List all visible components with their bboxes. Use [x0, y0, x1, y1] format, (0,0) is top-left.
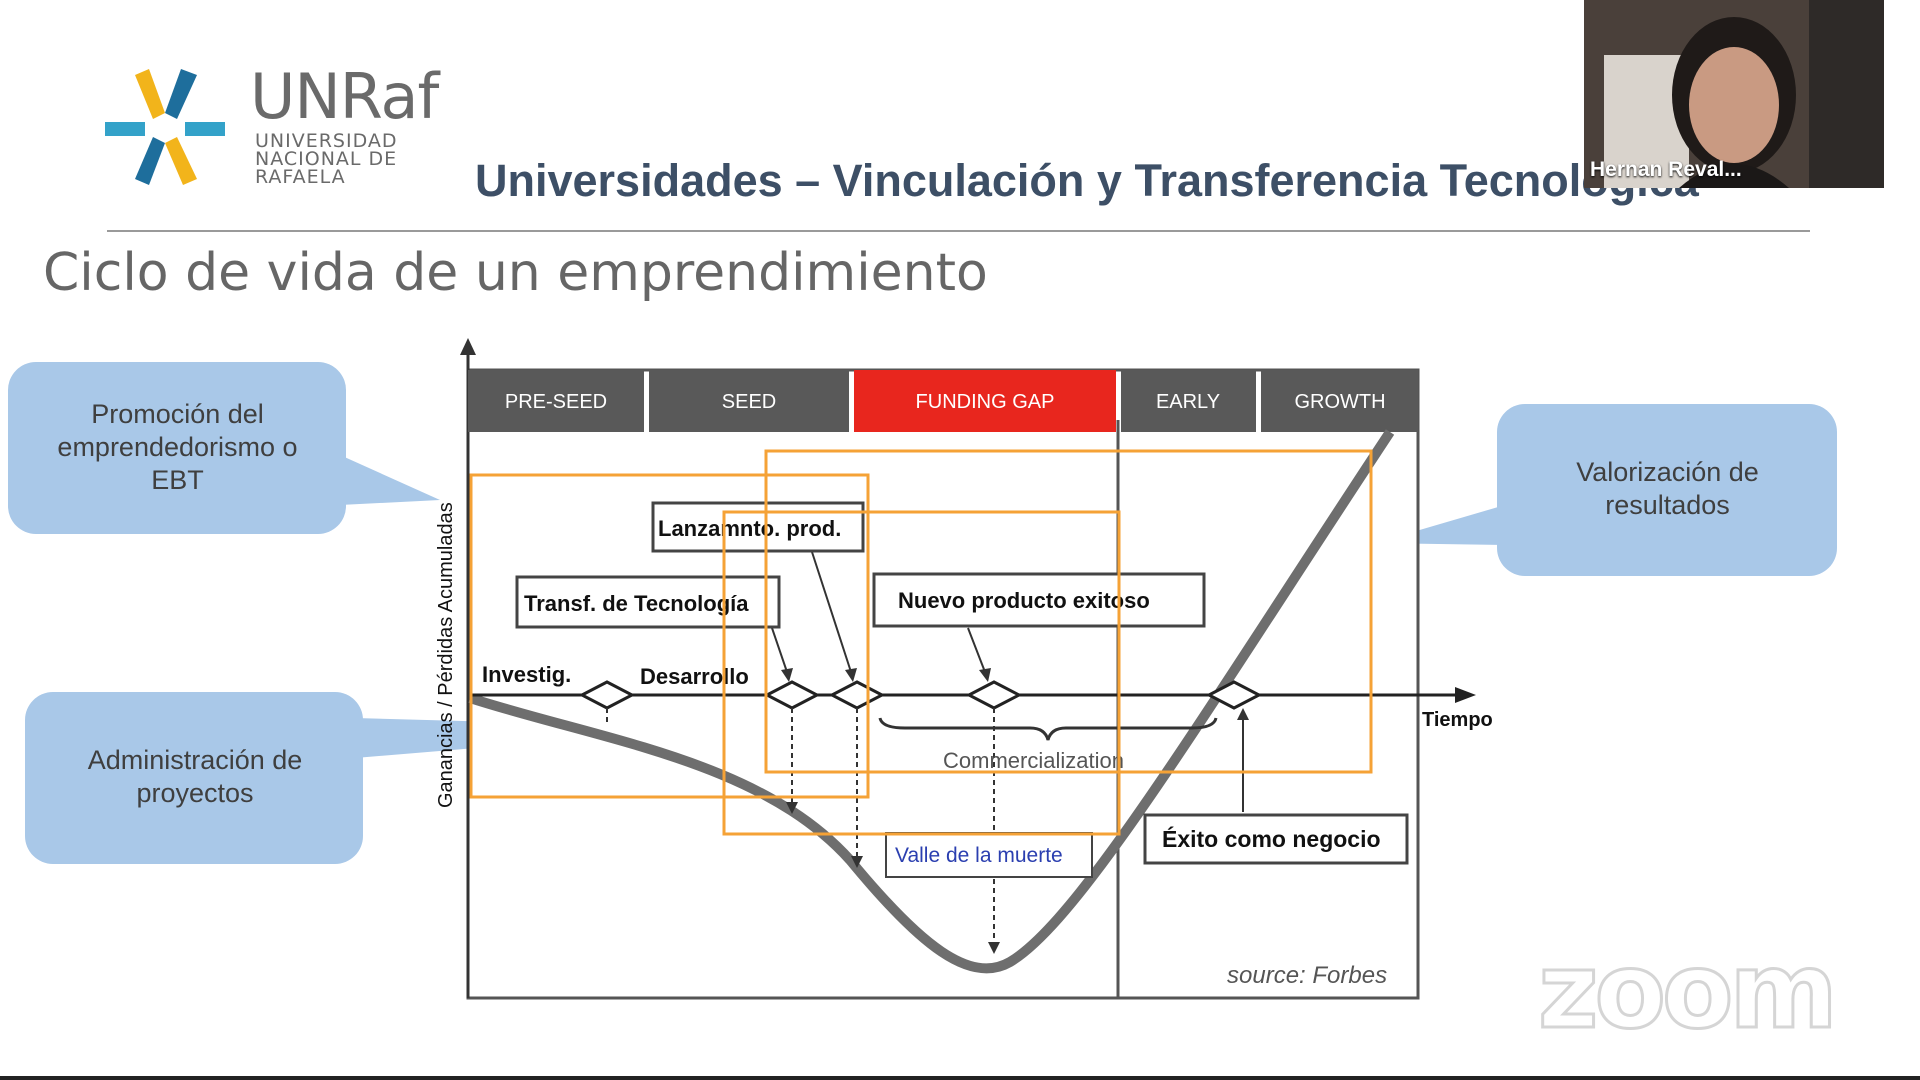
header-divider — [107, 230, 1810, 232]
phase-pre-seed-label: PRE-SEED — [505, 391, 607, 413]
milestone-diamond-icon — [1205, 680, 1263, 710]
milestone-commercialization: Commercialization — [943, 748, 1124, 773]
phase-funding-gap-label: FUNDING GAP — [916, 391, 1055, 413]
participant-name: Hernan Reval... — [1590, 158, 1742, 181]
logo-brand: UNRaf — [250, 60, 439, 133]
valle-box — [885, 832, 1093, 878]
slide-subtitle: Ciclo de vida de un emprendimiento — [43, 243, 988, 303]
pointer-arrow-icon — [1237, 708, 1249, 720]
unraf-logo: UNRaf UNIVERSIDAD NACIONAL DE RAFAELA — [105, 60, 445, 192]
slide-header-title: Universidades – Vinculación y Transferen… — [475, 155, 1699, 206]
phase-funding-gap-bar — [854, 370, 1116, 432]
milestone-diamond-icon — [965, 680, 1023, 710]
transf-box — [515, 575, 781, 629]
pointer-arrow — [771, 627, 788, 673]
phase-seed-label: SEED — [722, 391, 776, 413]
highlight-rect-valorizacion — [764, 449, 1373, 774]
highlight-rect-administracion — [722, 510, 1121, 836]
milestone-valle: Valle de la muerte — [895, 844, 1063, 867]
drop-arrow-icon — [786, 802, 798, 814]
highlight-rect-promocion — [469, 473, 870, 799]
pointer-arrow-icon — [979, 668, 991, 682]
y-axis-arrow-icon — [460, 338, 476, 355]
phase-pre-seed-bar — [468, 370, 644, 432]
phase-growth-bar — [1261, 370, 1418, 432]
milestone-desarrollo: Desarrollo — [640, 664, 749, 689]
zoom-watermark: zoom — [1537, 929, 1840, 1054]
bottom-edge-bar — [0, 1076, 1920, 1080]
milestone-diamond-icon — [763, 680, 821, 710]
drop-arrow-icon — [851, 856, 863, 868]
participant-video-tile[interactable]: Hernan Reval... — [1584, 0, 1884, 188]
milestone-nuevo: Nuevo producto exitoso — [898, 588, 1150, 613]
pointer-arrow — [967, 627, 986, 673]
milestone-diamond-icon — [578, 680, 636, 710]
milestone-transf: Transf. de Tecnología — [524, 591, 749, 616]
callout-promocion-shape — [8, 362, 440, 534]
pointer-arrow-icon — [781, 668, 793, 682]
chart-source: source: Forbes — [1227, 962, 1387, 989]
phase-seed-bar — [649, 370, 849, 432]
callout-administracion-text: Administración de proyectos — [87, 745, 303, 808]
unraf-star-icon — [105, 69, 225, 185]
exito-box — [1143, 813, 1409, 865]
logo-line3: RAFAELA — [255, 166, 346, 188]
phase-early-bar — [1121, 370, 1256, 432]
callout-promocion-text: Promoción del emprendedorismo o EBT — [57, 399, 298, 495]
milestone-exito: Éxito como negocio — [1162, 825, 1381, 852]
phase-growth-label: GROWTH — [1294, 391, 1385, 413]
callout-valorizacion-text: Valorización de resultados — [1576, 457, 1759, 520]
time-axis-arrow-icon — [1455, 687, 1476, 703]
logo-line2: NACIONAL DE — [255, 148, 398, 170]
y-axis-label: Ganancias / Pérdidas Acumuladas — [435, 502, 457, 808]
participant-video-image — [1584, 0, 1884, 188]
commercialization-brace — [878, 717, 1218, 741]
logo-line1: UNIVERSIDAD — [255, 130, 398, 152]
milestone-lanz: Lanzamnto. prod. — [658, 516, 841, 541]
phase-early-label: EARLY — [1156, 391, 1220, 413]
x-axis-label: Tiempo — [1422, 709, 1493, 731]
pointer-arrow-icon — [845, 668, 857, 682]
nuevo-box — [872, 572, 1206, 628]
drop-arrow-icon — [988, 942, 1000, 954]
milestone-investig: Investig. — [482, 662, 571, 687]
pointer-arrow — [811, 551, 852, 673]
